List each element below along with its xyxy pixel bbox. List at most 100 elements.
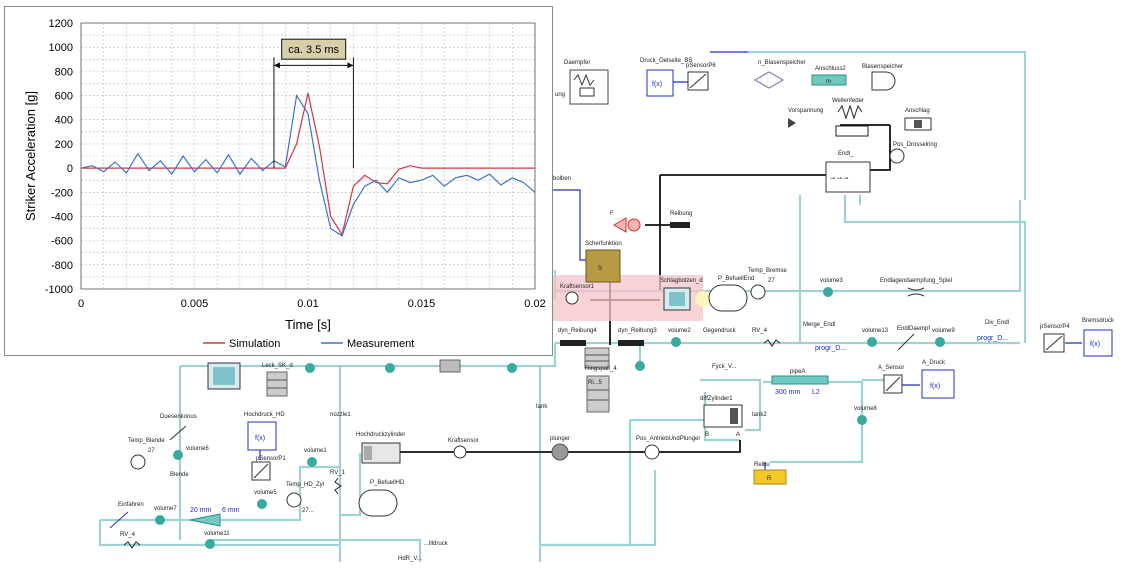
psensor-p4-label: pSensorP4	[1040, 324, 1070, 330]
a-sensor-label: A_Sensor	[878, 365, 904, 371]
x-tick-label: 0	[78, 298, 84, 310]
y-tick-label: 600	[55, 91, 73, 103]
volume8[interactable]: volume8	[854, 406, 877, 425]
p-befuell-end-label: P_BefuellEnd	[718, 276, 754, 282]
y-tick-label: 1000	[49, 42, 73, 54]
pipea-l2: L2	[812, 389, 820, 396]
diffzylinder[interactable]: diffZylinder1 B A	[700, 396, 743, 438]
endl-label: Endl_	[838, 151, 854, 157]
dyn-reibung4[interactable]: dyn_Reibung4	[558, 328, 597, 346]
schlagbolzen-label: Schlagbolzen_d	[660, 278, 703, 284]
hochdruck-hd-label: Hochdruck_HD	[244, 412, 285, 418]
druck-oelseite-block[interactable]: f(x) Druck_Oelseite_BS	[640, 58, 692, 97]
chart-svg: 120010008006004002000-200-400-600-800-10…	[23, 18, 546, 350]
tank2-label: tank2	[752, 412, 767, 418]
volume1[interactable]: volume1	[304, 448, 327, 467]
blasenspeicher[interactable]: Blasenspeicher	[862, 64, 903, 91]
psensor-p1[interactable]: pSensorP1	[251, 456, 286, 481]
volume6[interactable]: volume6	[173, 446, 209, 460]
left-cylinder[interactable]	[207, 362, 241, 390]
temp-blende[interactable]: Temp_Blende 27	[128, 438, 165, 470]
x-tick-label: 0.01	[297, 298, 318, 310]
psensor-p6[interactable]: pSensorP6	[686, 63, 716, 91]
f-label: F	[610, 211, 614, 217]
duesenkonus[interactable]: Duesenkonus	[160, 414, 197, 441]
a-druck-label: A_Druck	[922, 360, 946, 366]
scherfunktion[interactable]: S Scherfunktion	[585, 241, 622, 283]
volume7[interactable]: volume7	[154, 506, 177, 525]
hochdruck-hd[interactable]: f(x) Hochdruck_HD	[244, 412, 285, 451]
a-sensor[interactable]: A_Sensor	[878, 365, 904, 394]
plunger[interactable]: plunger	[550, 436, 570, 461]
dyn-reibung3-label: dyn_Reibung3	[618, 328, 657, 334]
anschlag-label: Anschlag	[905, 108, 930, 114]
rv1[interactable]: RV_1	[330, 470, 346, 495]
daempfer-block[interactable]: Daempfer ung	[555, 60, 609, 105]
duesenkonus-label: Duesenkonus	[160, 414, 197, 420]
volume5-label: volume5	[254, 490, 277, 496]
div-endl[interactable]: Div_Endl progr_D...	[977, 320, 1009, 342]
temp-hd-zyl[interactable]: Temp_HD_Zyl 27...	[286, 482, 324, 514]
n-blasenspeicher[interactable]: n_Blasenspeicher	[753, 60, 806, 89]
reibu-block[interactable]: R Reibu	[753, 462, 787, 485]
p-befuell-hd-label: P_BefuellHD	[370, 480, 405, 486]
y-tick-label: -600	[51, 236, 73, 248]
volume11[interactable]: volume11	[204, 531, 230, 549]
kraftsensor1[interactable]: Kraftsensor1	[560, 284, 595, 305]
pos-drosselring[interactable]: Pos_Drosselring	[889, 142, 937, 164]
hochdruckzylinder[interactable]: Hochdruckzylinder	[356, 432, 405, 464]
reibung[interactable]: Reibung	[670, 211, 692, 228]
p-befuell-end[interactable]: P_BefuellEnd	[708, 276, 754, 312]
vorspannung[interactable]: Vorspannung	[788, 108, 823, 128]
anschluss2[interactable]: m Anschluss2	[811, 66, 847, 86]
volume5[interactable]: volume5	[254, 490, 277, 509]
chart-series	[80, 92, 536, 237]
endlage-spiel[interactable]: Endlagendaempfung_Spiel	[880, 278, 952, 297]
bolben-label: bolben	[553, 176, 571, 182]
dyn-reibung3[interactable]: dyn_Reibung3	[618, 328, 657, 346]
kraftsensor[interactable]: Kraftsensor	[448, 438, 479, 459]
y-tick-label: -800	[51, 260, 73, 272]
volume13-label: volume13	[862, 328, 889, 334]
f-force-block[interactable]: F	[610, 211, 641, 233]
endl-daempf[interactable]: EndlDaempf	[897, 326, 930, 351]
temp-bremse[interactable]: Temp_Bremse 27	[748, 268, 787, 300]
rv1-label: RV_1	[330, 470, 346, 476]
volume3[interactable]: volume3	[820, 278, 843, 297]
psensor-p4[interactable]: pSensorP4	[1040, 324, 1070, 353]
volume2-label: volume2	[668, 328, 691, 334]
rv4[interactable]: RV_4	[752, 328, 781, 347]
ringspalt5[interactable]: Ri...5	[586, 375, 610, 413]
einfahren[interactable]: Einfahren	[109, 502, 144, 529]
volume-mid-a	[305, 363, 315, 373]
volume2[interactable]: volume2	[668, 328, 691, 347]
hochdruck-hd-fx: f(x)	[255, 435, 265, 442]
volume9[interactable]: volume9	[932, 328, 955, 347]
rv-left-label: RV_4	[120, 532, 136, 538]
x-tick-label: 0.02	[524, 298, 545, 310]
a-druck[interactable]: f(x) A_Druck	[921, 360, 955, 399]
ringspalt4-label: Ringspalt_4	[585, 366, 617, 372]
ringspalt4[interactable]: Ringspalt_4	[584, 347, 617, 372]
volume7-label: volume7	[154, 506, 177, 512]
endl-block[interactable]: ⊸ ⊸ ⊸ Endl_	[825, 151, 871, 193]
temp-hd-zyl-label: Temp_HD_Zyl	[286, 482, 324, 488]
pos-antrieb[interactable]: Pos_AntriebUndPlunger	[636, 436, 700, 460]
tank-label: tank	[536, 404, 548, 410]
temp-hd-zyl-value: 27...	[302, 508, 314, 514]
wellenfeder[interactable]: Wellenfeder	[832, 98, 869, 137]
schlagbolzen[interactable]: Schlagbolzen_d	[660, 278, 711, 311]
small-pipe[interactable]: 20 mm 6 mm	[189, 507, 240, 527]
merge-endl[interactable]: Merge_Endl progr_D...	[803, 322, 846, 352]
leck-sk[interactable]: Leck_SK_d	[262, 363, 293, 397]
volume13[interactable]: volume13	[862, 328, 889, 347]
small-pipe-diameter: 6 mm	[222, 507, 240, 514]
pipea[interactable]: pipeA 300 mm L2	[771, 369, 829, 396]
annotation-text: ca. 3.5 ms	[288, 44, 339, 56]
anschlag[interactable]: Anschlag	[904, 108, 932, 131]
reibu-label: Reibu	[754, 462, 770, 468]
p-befuell-hd[interactable]: P_BefuellHD	[358, 480, 405, 517]
bremsdruck[interactable]: f(x) Bremsdruck	[1082, 318, 1115, 357]
leck-sk-label: Leck_SK_d	[262, 363, 293, 369]
